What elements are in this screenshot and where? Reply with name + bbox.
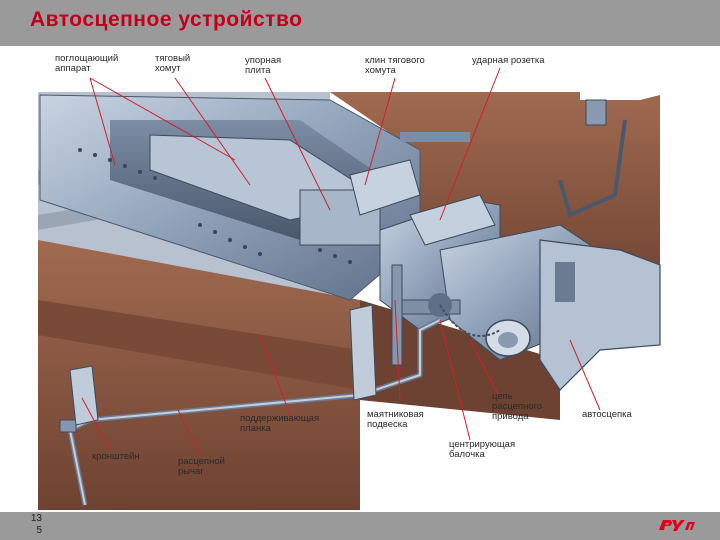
header-bar <box>0 0 720 46</box>
footer-bar <box>0 512 720 540</box>
page-number-line1: 13 <box>30 513 42 524</box>
label-uncoupling-lever: расцепной рычаг <box>178 456 225 477</box>
wagon-beam <box>38 300 360 390</box>
slide-title: Автосцепное устройство <box>30 8 303 31</box>
label-striker: ударная розетка <box>472 55 545 66</box>
bracket-left <box>69 365 99 426</box>
leader-lines <box>81 67 601 456</box>
wagon-bracket <box>585 99 607 126</box>
label-centering-beam: центрирующая балочка <box>449 439 516 460</box>
pendulum-hanger <box>391 264 403 366</box>
label-support-plate: поддерживающая планка <box>240 413 320 434</box>
wagon-handle <box>558 119 627 218</box>
label-draft-yoke: тяговый хомут <box>155 53 191 74</box>
wagon-lid-edge <box>400 132 470 142</box>
coupler-illustration <box>38 67 661 510</box>
rzd-logo-icon <box>659 520 695 531</box>
lever-grip <box>59 419 77 433</box>
coupler-lock-slot <box>555 262 575 302</box>
rivets <box>78 148 352 264</box>
label-coupler: автосцепка <box>582 409 632 420</box>
coupler-pocket <box>349 159 421 216</box>
label-yoke-key: клин тягового хомута <box>365 55 425 76</box>
wagon-side-lower <box>38 240 360 510</box>
striker-ribs <box>409 194 496 246</box>
release-chain <box>439 304 501 337</box>
label-bracket: кронштейн <box>92 451 140 462</box>
label-pendulum-hanger: маятниковая подвеска <box>367 409 424 430</box>
wagon-lower-right <box>360 300 560 420</box>
page-number: 13 5 <box>22 513 42 537</box>
label-draft-gear: поглощающий аппарат <box>55 53 119 74</box>
label-follower-plate: упорная плита <box>245 55 282 76</box>
bracket-center <box>349 304 377 401</box>
page-number-line2: 5 <box>36 525 42 536</box>
label-release-chain: цепь расцепного привода <box>492 391 543 422</box>
